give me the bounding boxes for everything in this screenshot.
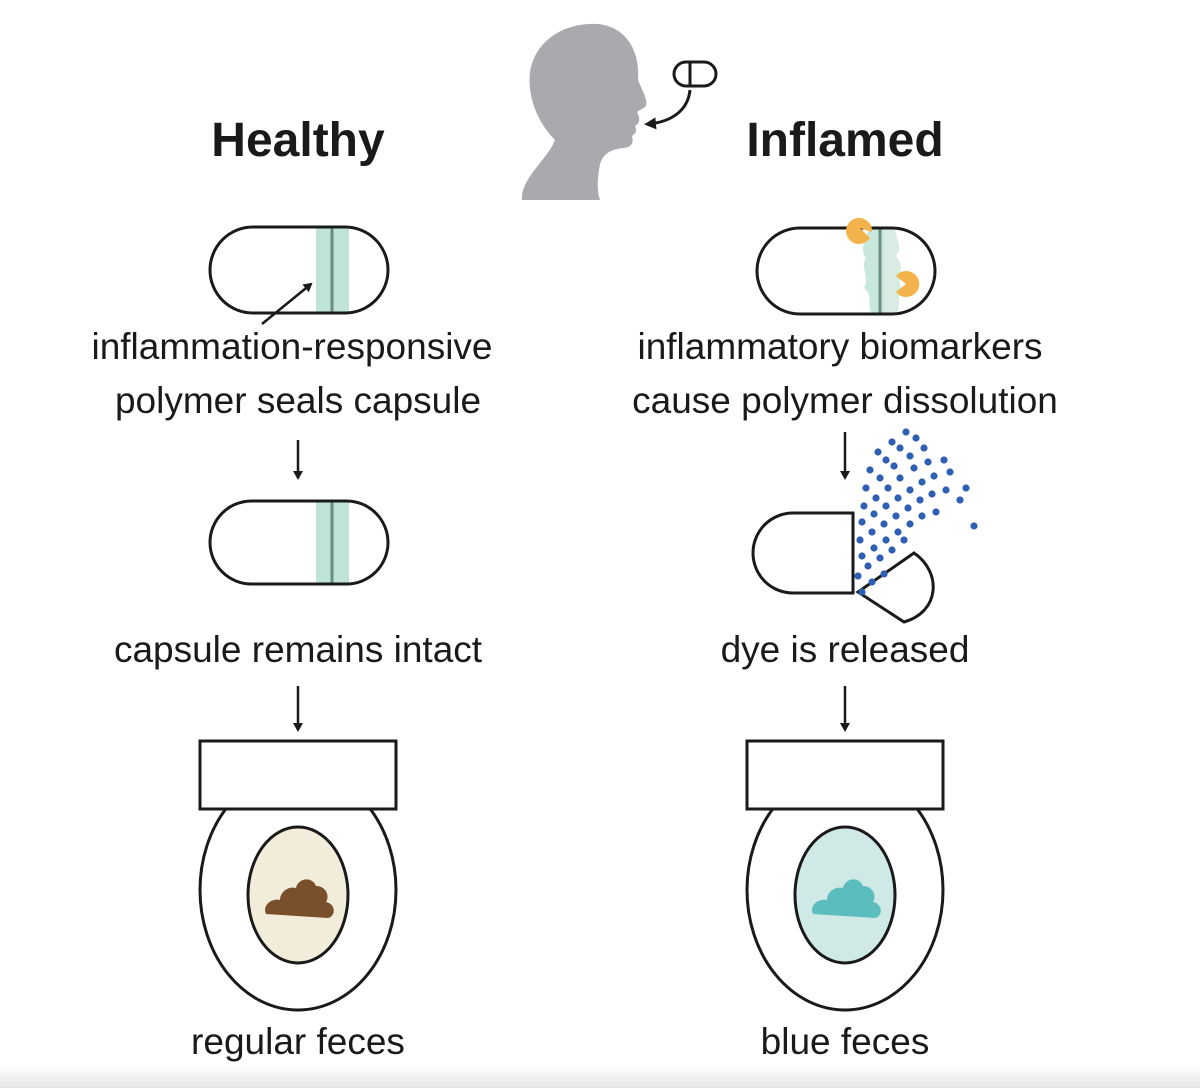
dye-dot [896, 474, 904, 482]
dye-dot [858, 588, 866, 596]
dye-dot [942, 486, 950, 494]
sealed-capsule-icon [208, 225, 390, 315]
dye-dot [874, 448, 882, 456]
dye-dot [970, 522, 978, 530]
dye-dot [894, 494, 902, 502]
dye-dot [890, 462, 898, 470]
blue-feces-icon [812, 879, 881, 918]
dye-dot [910, 464, 918, 472]
polymer-pointer-arrow [261, 282, 313, 325]
dye-dot [884, 484, 892, 492]
dye-dot [912, 434, 920, 442]
pacman-enzyme-icon [846, 218, 873, 245]
dye-dot [880, 570, 888, 578]
pill-to-mouth-arrow [644, 89, 692, 130]
dye-dot [868, 578, 876, 586]
dye-dot [906, 520, 914, 528]
dye-dot [876, 474, 884, 482]
dye-dot [956, 496, 964, 504]
inflamed-step2: dye is released [721, 629, 970, 670]
dye-dot [906, 452, 914, 460]
dye-dot [928, 490, 936, 498]
dye-dot [916, 496, 924, 504]
regular-feces-icon [265, 879, 334, 918]
dye-dot [854, 572, 862, 580]
human-head-profile-icon [522, 23, 647, 200]
dye-dot [870, 510, 878, 518]
healthy-step2: capsule remains intact [114, 629, 483, 670]
pacman-enzyme-icon [896, 271, 920, 297]
dye-dot [918, 512, 926, 520]
dye-dot [858, 552, 866, 560]
dye-dot [888, 546, 896, 554]
healthy-step3: regular feces [191, 1021, 405, 1062]
dye-dot [864, 562, 872, 570]
opened-capsule-icon [751, 511, 935, 624]
dye-dot [882, 456, 890, 464]
dye-dot [904, 504, 912, 512]
dye-dot [932, 508, 940, 516]
dye-dot [940, 456, 948, 464]
dye-dot [892, 512, 900, 520]
dye-dot [876, 554, 884, 562]
dye-dot [856, 536, 864, 544]
dye-dot [918, 478, 926, 486]
dye-dot [866, 466, 874, 474]
healthy-header: Healthy [211, 114, 385, 167]
dye-dot [946, 468, 954, 476]
dye-dot [868, 528, 876, 536]
dye-dot [906, 486, 914, 494]
inflamed-step3: blue feces [761, 1021, 930, 1062]
dye-dot [900, 536, 908, 544]
dye-dot [880, 520, 888, 528]
dye-dot [870, 544, 878, 552]
healthy-step1-line1: inflammation-responsive [91, 326, 492, 367]
dye-dot [920, 444, 928, 452]
toilet-icon [198, 739, 398, 1012]
dye-dot [888, 438, 896, 446]
bottom-shadow [0, 1066, 1200, 1088]
dye-dot [872, 494, 880, 502]
healthy-step1-line2: polymer seals capsule [115, 380, 481, 421]
dye-dot [882, 502, 890, 510]
dye-dot [862, 484, 870, 492]
dye-dot [896, 444, 904, 452]
inflamed-header: Inflamed [746, 114, 943, 167]
dye-dot [930, 472, 938, 480]
small-pill-icon [672, 60, 718, 88]
dye-dot [962, 484, 970, 492]
dye-dot [882, 536, 890, 544]
inflamed-step1-line1: inflammatory biomarkers [637, 326, 1042, 367]
dye-dot [924, 458, 932, 466]
dye-dots-icon [854, 428, 978, 596]
intact-capsule-icon [208, 499, 390, 586]
dye-dot [860, 502, 868, 510]
dye-dot [902, 428, 910, 436]
toilet-icon [745, 739, 945, 1012]
inflamed-step1-line2: cause polymer dissolution [632, 380, 1058, 421]
dye-dot [894, 528, 902, 536]
dissolving-capsule-icon [755, 226, 937, 316]
dye-dot [858, 518, 866, 526]
